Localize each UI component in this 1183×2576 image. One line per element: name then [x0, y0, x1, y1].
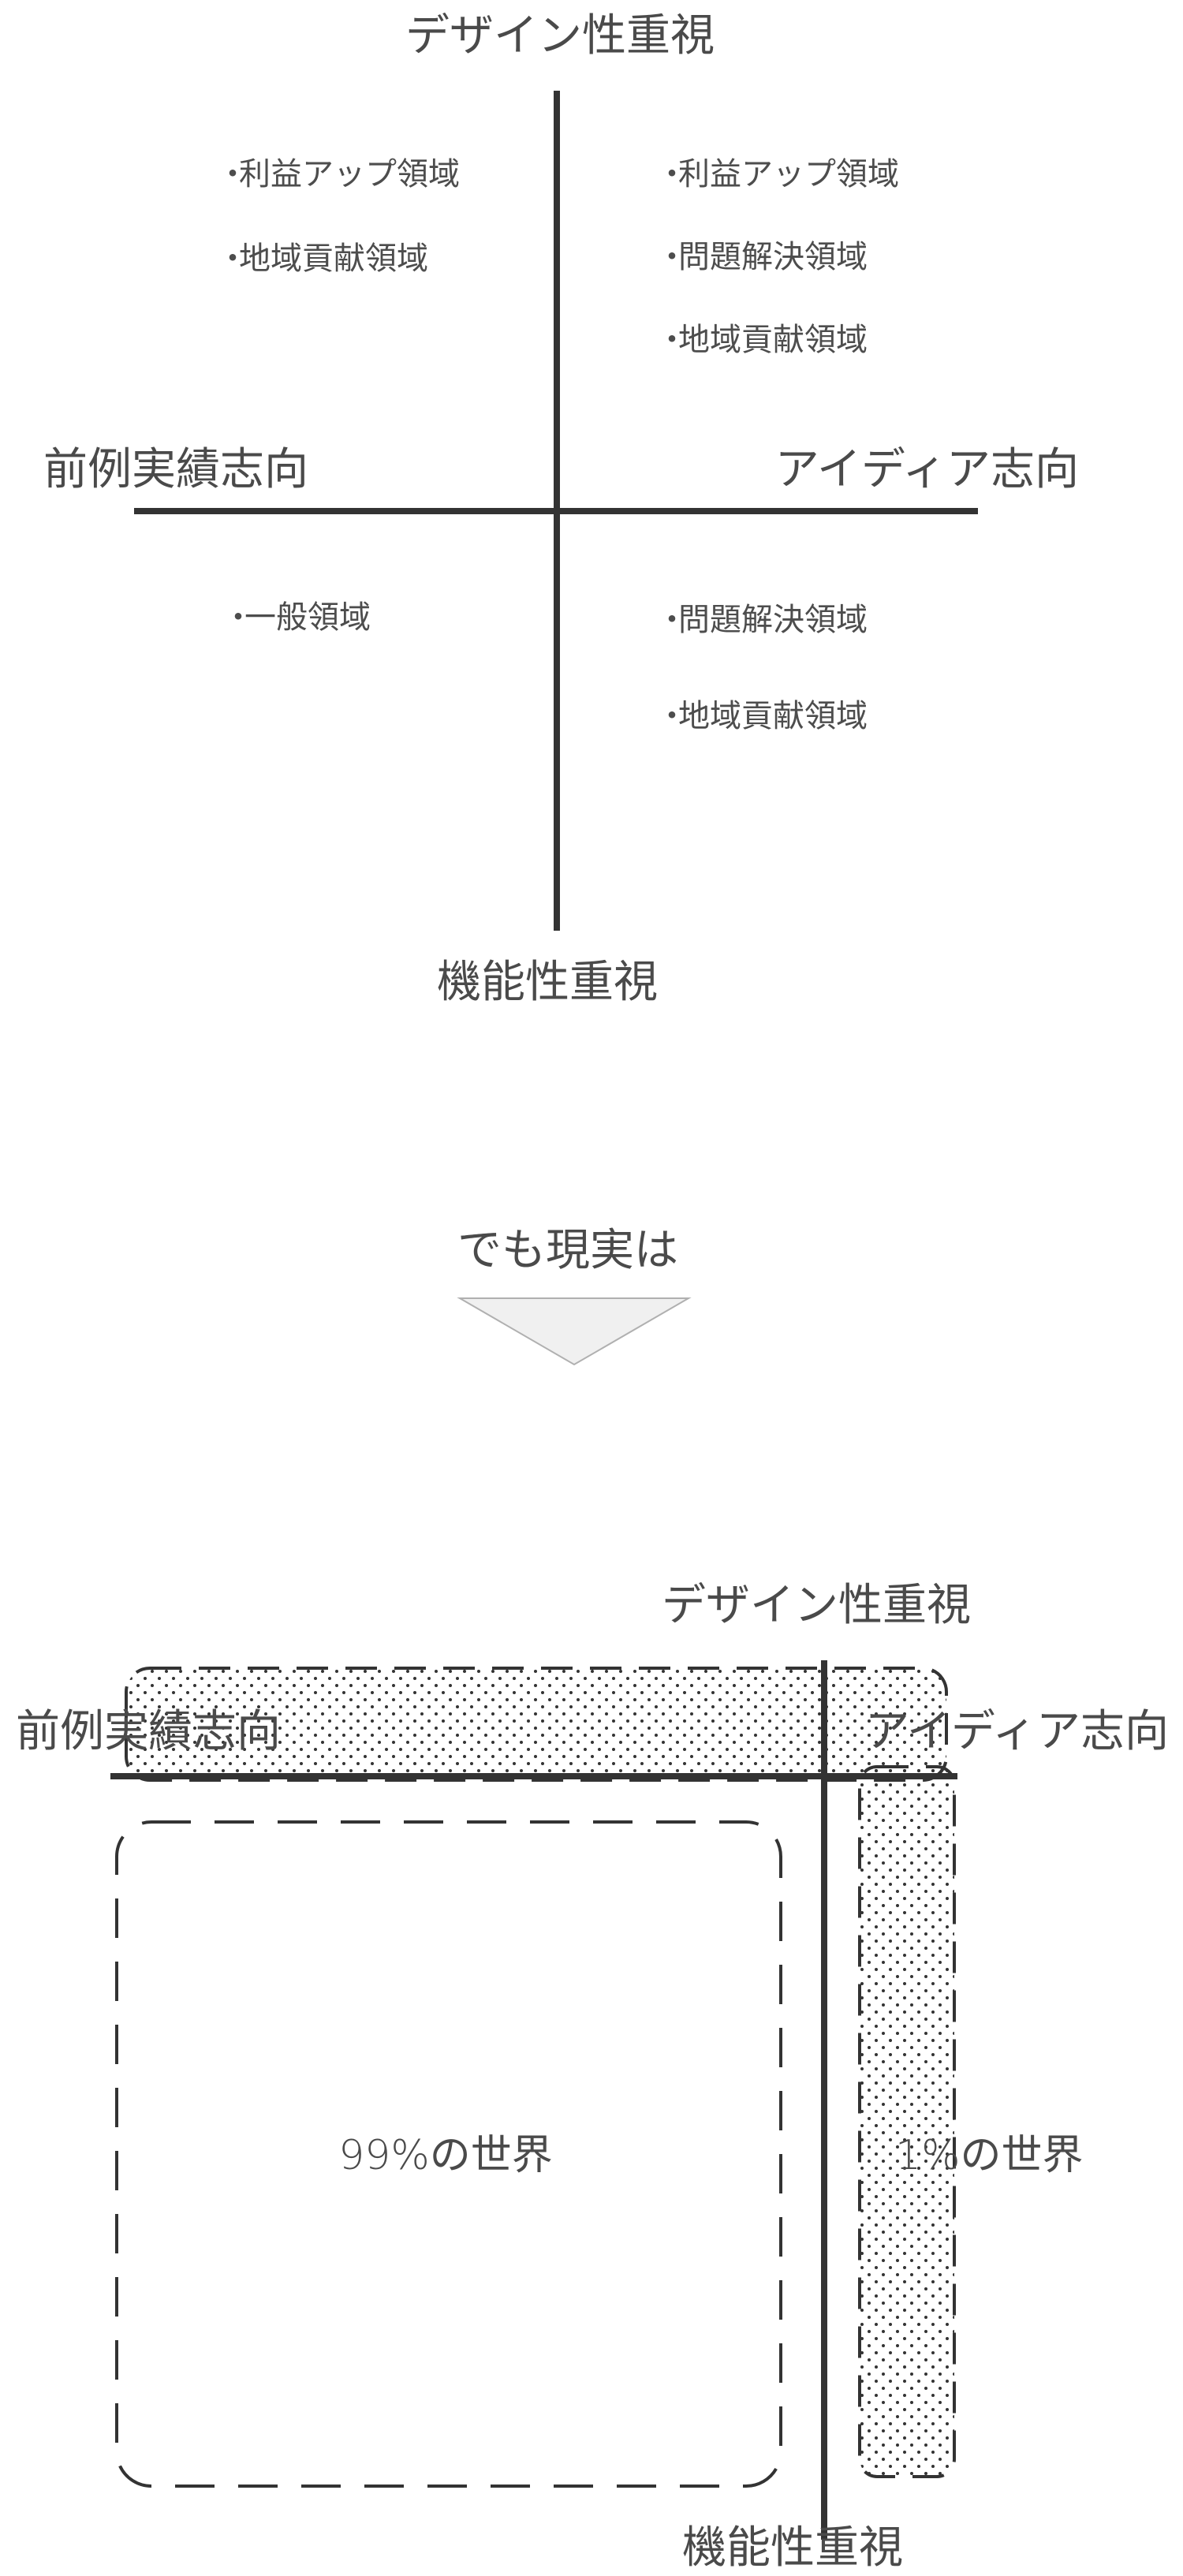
- item-label: 一般領域: [244, 599, 371, 636]
- top-axis-label-design: デザイン性重視: [405, 10, 715, 62]
- bottom-axis-label-design: デザイン性重視: [662, 1580, 971, 1631]
- one-percent-region-horizontal: [125, 1667, 948, 1782]
- one-percent-region-vertical: [858, 1765, 956, 2478]
- bottom-left-item: ・一般領域: [222, 592, 371, 637]
- transition-text: でも現実は: [457, 1225, 678, 1276]
- top-left-item: ・地域貢献領域: [217, 233, 428, 278]
- top-axis-label-idea: アイディア志向: [774, 444, 1079, 495]
- top-axis-label-function: 機能性重視: [437, 957, 658, 1008]
- item-label: 利益アップ領域: [239, 156, 460, 192]
- bullet-icon: ・: [656, 698, 688, 734]
- bullet-icon: ・: [222, 599, 254, 636]
- bullet-icon: ・: [217, 156, 248, 192]
- ninety-nine-percent-label: 99%の世界: [338, 2132, 553, 2179]
- bottom-right-item: ・問題解決領域: [656, 594, 868, 640]
- bullet-icon: ・: [656, 156, 688, 192]
- top-left-item: ・利益アップ領域: [217, 148, 460, 194]
- bullet-icon: ・: [656, 322, 688, 358]
- item-label: 問題解決領域: [678, 602, 868, 638]
- bullet-icon: ・: [656, 602, 688, 638]
- bottom-axis-label-idea: アイディア志向: [864, 1706, 1169, 1757]
- item-label: 問題解決領域: [678, 239, 868, 275]
- bottom-right-item: ・地域貢献領域: [656, 690, 868, 736]
- one-percent-label: 1%の世界: [895, 2132, 1084, 2179]
- ninety-nine-percent-region: [115, 1820, 782, 2488]
- top-right-item: ・問題解決領域: [656, 231, 868, 277]
- top-axis-label-precedent: 前例実績志向: [43, 444, 308, 495]
- bottom-axis-label-precedent: 前例実績志向: [16, 1706, 281, 1757]
- down-arrow-icon: [457, 1297, 692, 1366]
- top-right-item: ・利益アップ領域: [656, 148, 899, 194]
- bullet-icon: ・: [656, 239, 688, 275]
- top-right-item: ・地域貢献領域: [656, 314, 868, 360]
- item-label: 地域貢献領域: [678, 698, 868, 734]
- bottom-axis-label-function: 機能性重視: [682, 2522, 903, 2574]
- bullet-icon: ・: [217, 241, 248, 277]
- item-label: 地域貢献領域: [678, 322, 868, 358]
- item-label: 利益アップ領域: [678, 156, 899, 192]
- item-label: 地域貢献領域: [239, 241, 428, 277]
